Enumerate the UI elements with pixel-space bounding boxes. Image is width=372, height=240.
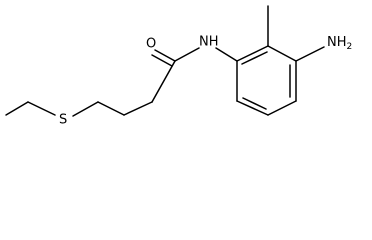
ring-double-bond-3 — [242, 97, 267, 110]
amide-nh-label: NH — [199, 35, 219, 50]
bond-s-c4 — [72, 101, 99, 117]
amine-nh-text: NH — [327, 35, 347, 50]
bond-ch2-s — [27, 101, 56, 116]
bond-c3-c2 — [123, 101, 153, 116]
bond-amine — [295, 46, 325, 62]
molecule-drawing: O NH S NH2 — [5, 5, 352, 128]
bond-carbonyl-o-2 — [151, 54, 173, 67]
bond-carbonyl-n — [174, 47, 200, 62]
amine-subscript: 2 — [347, 42, 353, 52]
amine-label: NH2 — [327, 35, 352, 52]
ring-bond-1 — [236, 45, 269, 62]
ring-bond-5 — [236, 100, 269, 116]
bond-carbonyl-o-1 — [154, 49, 176, 62]
bond-c2-carbonyl — [151, 60, 176, 103]
bond-ch3-ch2 — [5, 101, 29, 116]
ring-bond-4 — [267, 100, 297, 116]
structure-diagram: O NH S NH2 — [5, 5, 352, 128]
ring-bond-2 — [267, 45, 297, 62]
oxygen-label: O — [146, 37, 156, 52]
bond-c4-c3 — [97, 101, 125, 116]
bond-n-aryl — [215, 47, 238, 62]
sulfur-label: S — [59, 113, 67, 128]
ring-double-bond-1 — [241, 51, 268, 65]
